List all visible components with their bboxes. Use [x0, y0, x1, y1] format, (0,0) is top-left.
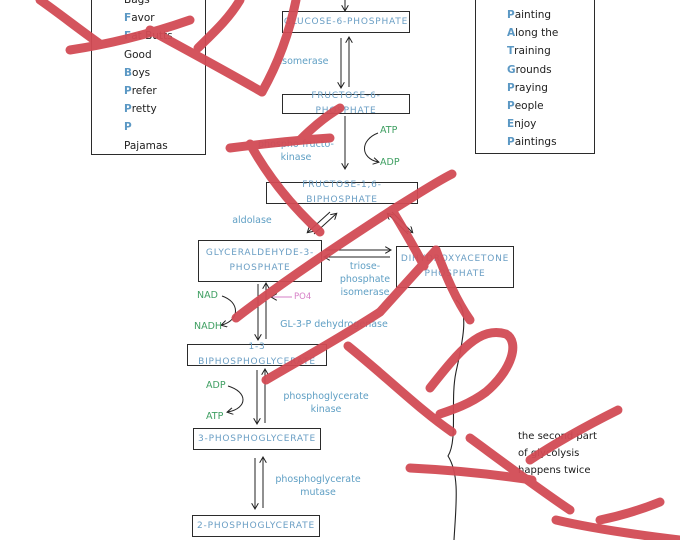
left-word: Bags	[124, 0, 150, 6]
left-initial: P	[124, 121, 132, 134]
left-initial: P	[124, 85, 132, 98]
right-word: njoy	[514, 118, 537, 131]
right-initial: P	[507, 9, 515, 21]
right-word: raying	[514, 81, 548, 94]
nad-curve	[222, 295, 236, 325]
right-line: Paintings	[507, 133, 558, 151]
node-glucose-6-phosphate: Glucose-6-phosphate	[282, 11, 410, 33]
right-mnemonic-box	[475, 0, 595, 154]
enzyme-isomerase: isomerase	[279, 56, 329, 67]
right-line: People	[507, 97, 558, 115]
left-word: Good	[124, 48, 152, 61]
right-initial: T	[507, 45, 515, 58]
right-initial: P	[507, 136, 515, 149]
right-initial: P	[507, 100, 515, 113]
right-line: Praying	[507, 79, 558, 97]
left-word: oys	[132, 66, 151, 79]
enzyme-phosphoglycerate-kinase: phosphoglycerate kinase	[283, 391, 369, 415]
enzyme-phosphoglycerate-mutase: phosphoglycerate mutase	[275, 474, 361, 498]
cofactor-nad: NAD	[197, 290, 218, 301]
left-line: Boys	[124, 64, 173, 82]
left-word: refer	[131, 85, 157, 98]
left-line: Bags	[124, 0, 173, 9]
left-line: Pajamas	[124, 137, 173, 155]
right-initial: G	[507, 63, 516, 76]
enzyme-aldolase: aldolase	[232, 215, 272, 226]
node-3-phosphoglycerate: 3-phosphoglycerate	[193, 428, 321, 450]
left-initial: F	[124, 12, 132, 25]
node-2-phosphoglycerate: 2-phosphoglycerate	[192, 515, 320, 537]
second-half-note: the second part of glycolysis happens tw…	[518, 431, 597, 476]
enzyme-triose-phosphate-isomerase: triose- phosphate isomerase	[339, 261, 391, 298]
right-word: rounds	[515, 63, 552, 76]
cofactor-adp-low: ADP	[206, 380, 226, 391]
left-line: Pretty	[124, 100, 173, 118]
cofactor-atp-top: ATP	[380, 125, 398, 136]
right-line: Training	[507, 42, 558, 60]
right-word: eople	[514, 100, 544, 113]
left-line: Favor	[124, 9, 173, 27]
left-initial: P	[124, 103, 132, 116]
cofactor-adp-top: ADP	[380, 157, 400, 168]
right-initial: P	[507, 81, 515, 94]
left-line: P	[124, 118, 173, 136]
left-word: retty	[131, 103, 157, 116]
right-word: raining	[514, 45, 551, 58]
cofactor-nadh: NADH	[194, 321, 223, 332]
right-word: ainting	[514, 9, 552, 21]
right-initial: A	[507, 27, 516, 40]
left-word: Pajamas	[124, 139, 168, 152]
right-line: Grounds	[507, 61, 558, 79]
right-line: Enjoy	[507, 115, 558, 133]
right-word: long the	[515, 27, 559, 40]
right-word: aintings	[514, 136, 557, 149]
second-half-bracket	[447, 299, 465, 540]
adp-curve-low	[228, 385, 244, 412]
phosphate-po4: PO4	[294, 292, 312, 302]
atp-curve-top	[364, 132, 379, 162]
right-line: Painting	[507, 6, 558, 24]
right-initial: E	[507, 118, 515, 131]
left-initial: B	[124, 66, 133, 79]
left-line: Good	[124, 46, 173, 64]
node-fructose-1-6-biphosphate: Fructose-1,6-biphosphate	[266, 180, 418, 205]
enzyme-gl-3-p-dehydrogenase: GL-3-P dehydrogenase	[280, 319, 388, 330]
left-word: avor	[131, 12, 155, 25]
node-fructose-6-phosphate: Fructose-6-phosphate	[282, 91, 410, 116]
right-line: Along the	[507, 24, 558, 42]
cofactor-atp-low: ATP	[206, 411, 224, 422]
left-line: Prefer	[124, 82, 173, 100]
